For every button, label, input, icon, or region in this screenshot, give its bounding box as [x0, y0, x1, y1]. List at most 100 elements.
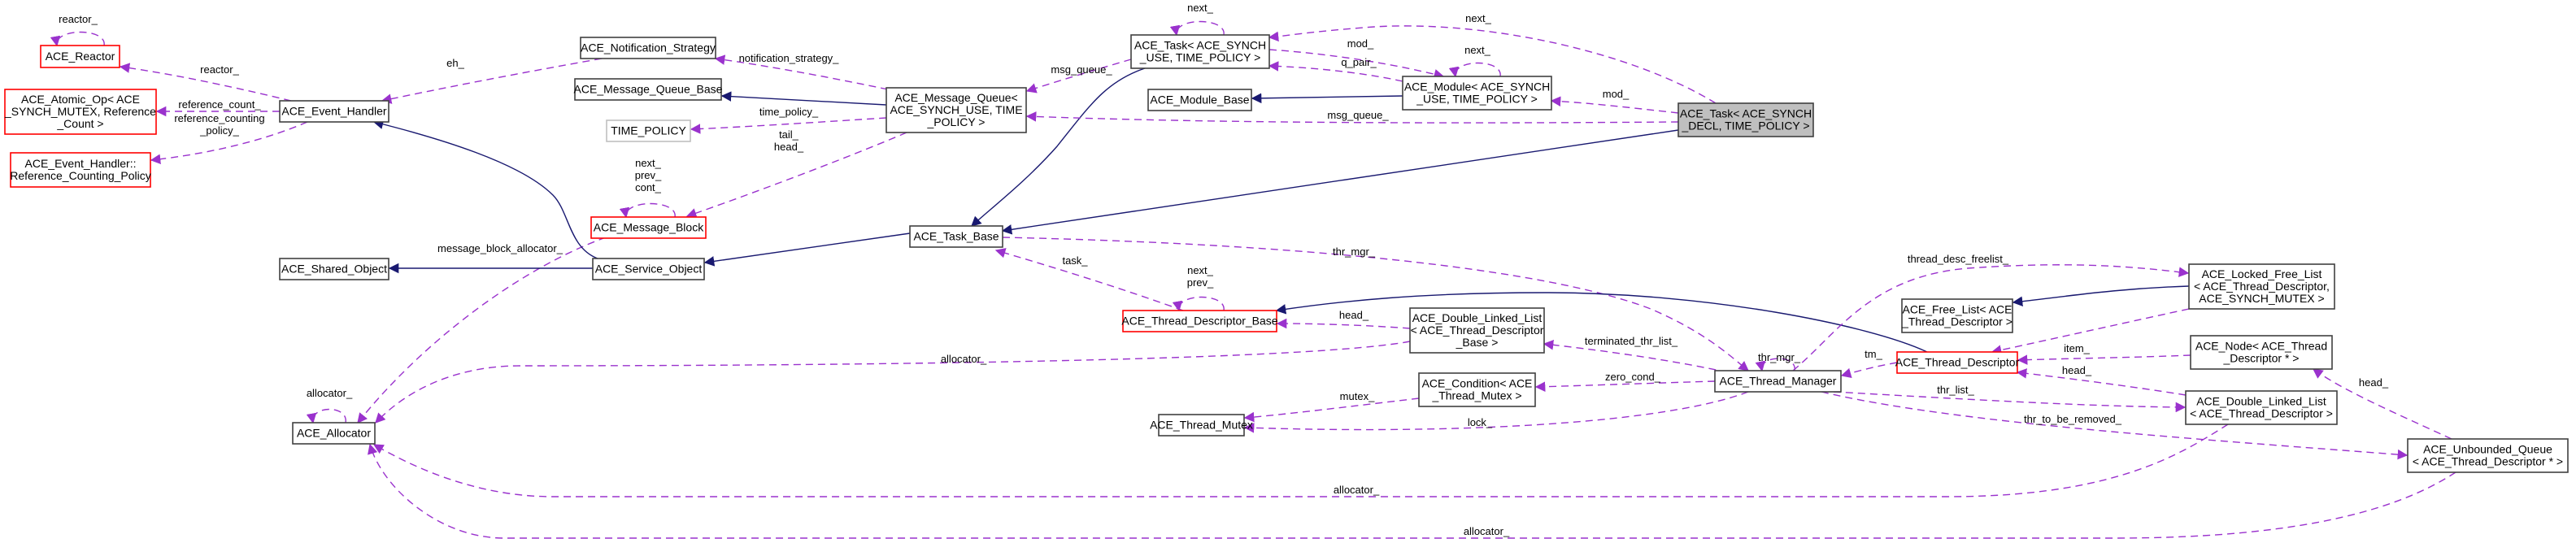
- edge-label-thread_descriptor-to-thread_manager: tm_: [1865, 348, 1882, 360]
- usage-edge-thread_manager-to-thread_mutex: [1243, 391, 1749, 433]
- usage-edge-task_decl-to-message_queue: [1025, 111, 1679, 124]
- edge-label-thread_manager-to-unbounded_queue: thr_to_be_removed_: [2024, 413, 2122, 425]
- usage-edge-module-to-module: [1448, 62, 1501, 78]
- class-node-label: ACE_Locked_Free_List< ACE_Thread_Descrip…: [2194, 267, 2330, 305]
- edge-label-thread_manager-to-dll_tdb: terminated_thr_list_: [1585, 335, 1678, 347]
- edge-label-task_use-to-message_queue: msg_queue_: [1051, 63, 1112, 76]
- edges-layer: [50, 20, 2456, 539]
- usage-edge-thread_manager-to-unbounded_queue: [1821, 391, 2408, 460]
- usage-edge-node-to-thread_descriptor: [2017, 354, 2191, 365]
- edge-label-thread_manager-to-thread_manager: thr_mgr_: [1758, 351, 1801, 363]
- inheritance-edge-locked_free_list-to-free_list: [2012, 285, 2190, 307]
- class-node-task-base[interactable]: ACE_Task_Base: [909, 225, 1003, 248]
- class-node-free-list[interactable]: ACE_Free_List< ACE_Thread_Descriptor >: [1901, 298, 2013, 333]
- class-node-label: ACE_Allocator: [297, 427, 371, 440]
- usage-edge-unbounded_queue-to-allocator: [368, 443, 2456, 539]
- usage-edge-thread_manager-to-dll_td: [1833, 391, 2187, 413]
- edge-label-allocator-to-allocator: allocator_: [307, 387, 353, 399]
- class-node-label: ACE_Node< ACE_Thread_Descriptor * >: [2195, 340, 2327, 365]
- class-node-event-handler[interactable]: ACE_Event_Handler: [279, 100, 389, 123]
- edge-label-message_queue-to-notification_strategy: notification_strategy_: [739, 52, 840, 64]
- class-node-box: [1896, 351, 2018, 374]
- usage-edge-dll_tdb-to-allocator: [375, 341, 1411, 424]
- class-node-thread-descriptor[interactable]: ACE_Thread_Descriptor: [1895, 351, 2020, 374]
- inheritance-edge-task_use-to-task_base: [971, 67, 1146, 227]
- usage-edge-thread_desc_base-to-thread_desc_base: [1172, 296, 1225, 312]
- class-node-box: [590, 216, 707, 239]
- edge-label-module-to-task_use: q_pair_: [1341, 56, 1377, 68]
- class-node-box: [886, 87, 1027, 133]
- usage-edge-dll_tdb-to-thread_desc_base: [1276, 318, 1411, 329]
- usage-edge-task_base-to-thread_manager: [1002, 237, 1749, 371]
- class-node-box: [592, 258, 705, 280]
- class-node-label: ACE_Event_Handler::Reference_Counting_Po…: [10, 157, 151, 182]
- usage-edge-thread_manager-to-thread_manager: [1755, 358, 1795, 372]
- class-node-dll-td[interactable]: ACE_Double_Linked_List< ACE_Thread_Descr…: [2185, 390, 2338, 425]
- class-node-box: [1714, 370, 1842, 393]
- class-node-label: ACE_Shared_Object: [281, 263, 387, 276]
- edge-label-thread_manager-to-condition: zero_cond_: [1605, 371, 1661, 383]
- class-node-reactor[interactable]: ACE_Reactor: [40, 45, 120, 68]
- class-node-thread-mutex[interactable]: ACE_Thread_Mutex: [1150, 414, 1253, 437]
- edge-label-event_handler-to-atomic_op: reference_count_: [178, 98, 261, 111]
- class-node-mq-base[interactable]: ACE_Message_Queue_Base: [574, 78, 723, 101]
- usage-edge-task_decl-to-module: [1550, 96, 1679, 114]
- class-node-module-base[interactable]: ACE_Module_Base: [1147, 89, 1252, 111]
- class-node-dll-tdb[interactable]: ACE_Double_Linked_List< ACE_Thread_Descr…: [1409, 307, 1545, 354]
- class-node-label: ACE_Module_Base: [1150, 93, 1249, 106]
- usage-edge-message_queue-to-time_policy: [690, 117, 887, 134]
- class-node-label: ACE_Module< ACE_SYNCH_USE, TIME_POLICY >: [1404, 80, 1550, 106]
- class-node-notification-strategy[interactable]: ACE_Notification_Strategy: [580, 37, 716, 59]
- class-node-condition[interactable]: ACE_Condition< ACE_Thread_Mutex >: [1418, 372, 1536, 407]
- usage-edge-message_block-to-allocator: [357, 237, 607, 424]
- class-node-task-use[interactable]: ACE_Task< ACE_SYNCH_USE, TIME_POLICY >: [1130, 34, 1270, 69]
- class-node-atomic-op[interactable]: ACE_Atomic_Op< ACE_SYNCH_MUTEX, Referenc…: [4, 89, 157, 135]
- class-node-node[interactable]: ACE_Node< ACE_Thread_Descriptor * >: [2190, 335, 2333, 370]
- edge-label-task_use-to-task_use: next_: [1187, 2, 1214, 14]
- class-node-box: [1122, 310, 1277, 332]
- class-node-box: [1158, 414, 1245, 437]
- class-node-box: [292, 422, 376, 445]
- class-node-allocator[interactable]: ACE_Allocator: [292, 422, 376, 445]
- usage-edge-event_handler-to-reactor: [119, 63, 292, 102]
- edge-label-dll_td-to-thread_descriptor: head_: [2062, 364, 2092, 376]
- class-node-unbounded-queue[interactable]: ACE_Unbounded_Queue< ACE_Thread_Descript…: [2407, 438, 2569, 473]
- usage-edge-condition-to-thread_mutex: [1243, 397, 1420, 423]
- usage-edge-thread_manager-to-condition: [1534, 380, 1716, 392]
- class-node-module[interactable]: ACE_Module< ACE_SYNCH_USE, TIME_POLICY >: [1402, 76, 1552, 111]
- class-node-thread-desc-base[interactable]: ACE_Thread_Descriptor_Base: [1121, 310, 1278, 332]
- class-node-label: ACE_Thread_Mutex: [1150, 419, 1253, 432]
- edge-label-reactor-to-reactor: reactor_: [59, 13, 98, 25]
- class-node-label: ACE_Event_Handler: [281, 105, 387, 118]
- usage-edge-locked_free_list-to-thread_descriptor: [1991, 308, 2190, 355]
- class-node-locked-free-list[interactable]: ACE_Locked_Free_List< ACE_Thread_Descrip…: [2188, 263, 2335, 310]
- class-node-label: ACE_Message_Queue<ACE_SYNCH_USE, TIME_PO…: [890, 91, 1022, 128]
- class-node-label: ACE_Notification_Strategy: [581, 41, 716, 54]
- usage-edge-event_handler-to-ref_policy: [150, 121, 308, 165]
- edge-label-dll_td-to-allocator: allocator_: [1334, 484, 1380, 496]
- class-node-label: ACE_Double_Linked_List< ACE_Thread_Descr…: [1411, 311, 1544, 349]
- class-node-box: [10, 152, 151, 188]
- class-node-service-object[interactable]: ACE_Service_Object: [592, 258, 705, 280]
- class-node-shared-object[interactable]: ACE_Shared_Object: [279, 258, 389, 280]
- edge-label-task_decl-to-module: mod_: [1603, 88, 1630, 100]
- usage-edge-message_block-to-message_block: [619, 202, 676, 219]
- edge-label-condition-to-thread_mutex: mutex_: [1340, 390, 1375, 402]
- class-node-message-queue[interactable]: ACE_Message_Queue<ACE_SYNCH_USE, TIME_PO…: [886, 87, 1027, 133]
- edge-label-thread_desc_base-to-thread_desc_base: next_prev_: [1187, 264, 1214, 289]
- edge-label-message_block-to-message_block: next_prev_cont_: [635, 157, 662, 193]
- class-node-message-block[interactable]: ACE_Message_Block: [590, 216, 707, 239]
- class-node-time-policy[interactable]: TIME_POLICY: [606, 119, 691, 142]
- inheritance-edge-task_base-to-service_object: [703, 232, 911, 267]
- class-node-label: TIME_POLICY: [611, 124, 686, 137]
- class-node-thread-manager[interactable]: ACE_Thread_Manager: [1714, 370, 1842, 393]
- class-node-box: [574, 78, 722, 101]
- class-node-label: ACE_Message_Queue_Base: [574, 83, 723, 96]
- usage-edge-dll_td-to-thread_descriptor: [2016, 368, 2187, 396]
- class-node-box: [2407, 438, 2569, 473]
- edge-label-unbounded_queue-to-node: head_: [2359, 376, 2389, 389]
- class-node-ref-policy[interactable]: ACE_Event_Handler::Reference_Counting_Po…: [10, 152, 151, 188]
- class-node-task-decl[interactable]: ACE_Task< ACE_SYNCH_DECL, TIME_POLICY >: [1677, 102, 1814, 137]
- edge-label-message_queue-to-time_policy: time_policy_: [759, 106, 819, 118]
